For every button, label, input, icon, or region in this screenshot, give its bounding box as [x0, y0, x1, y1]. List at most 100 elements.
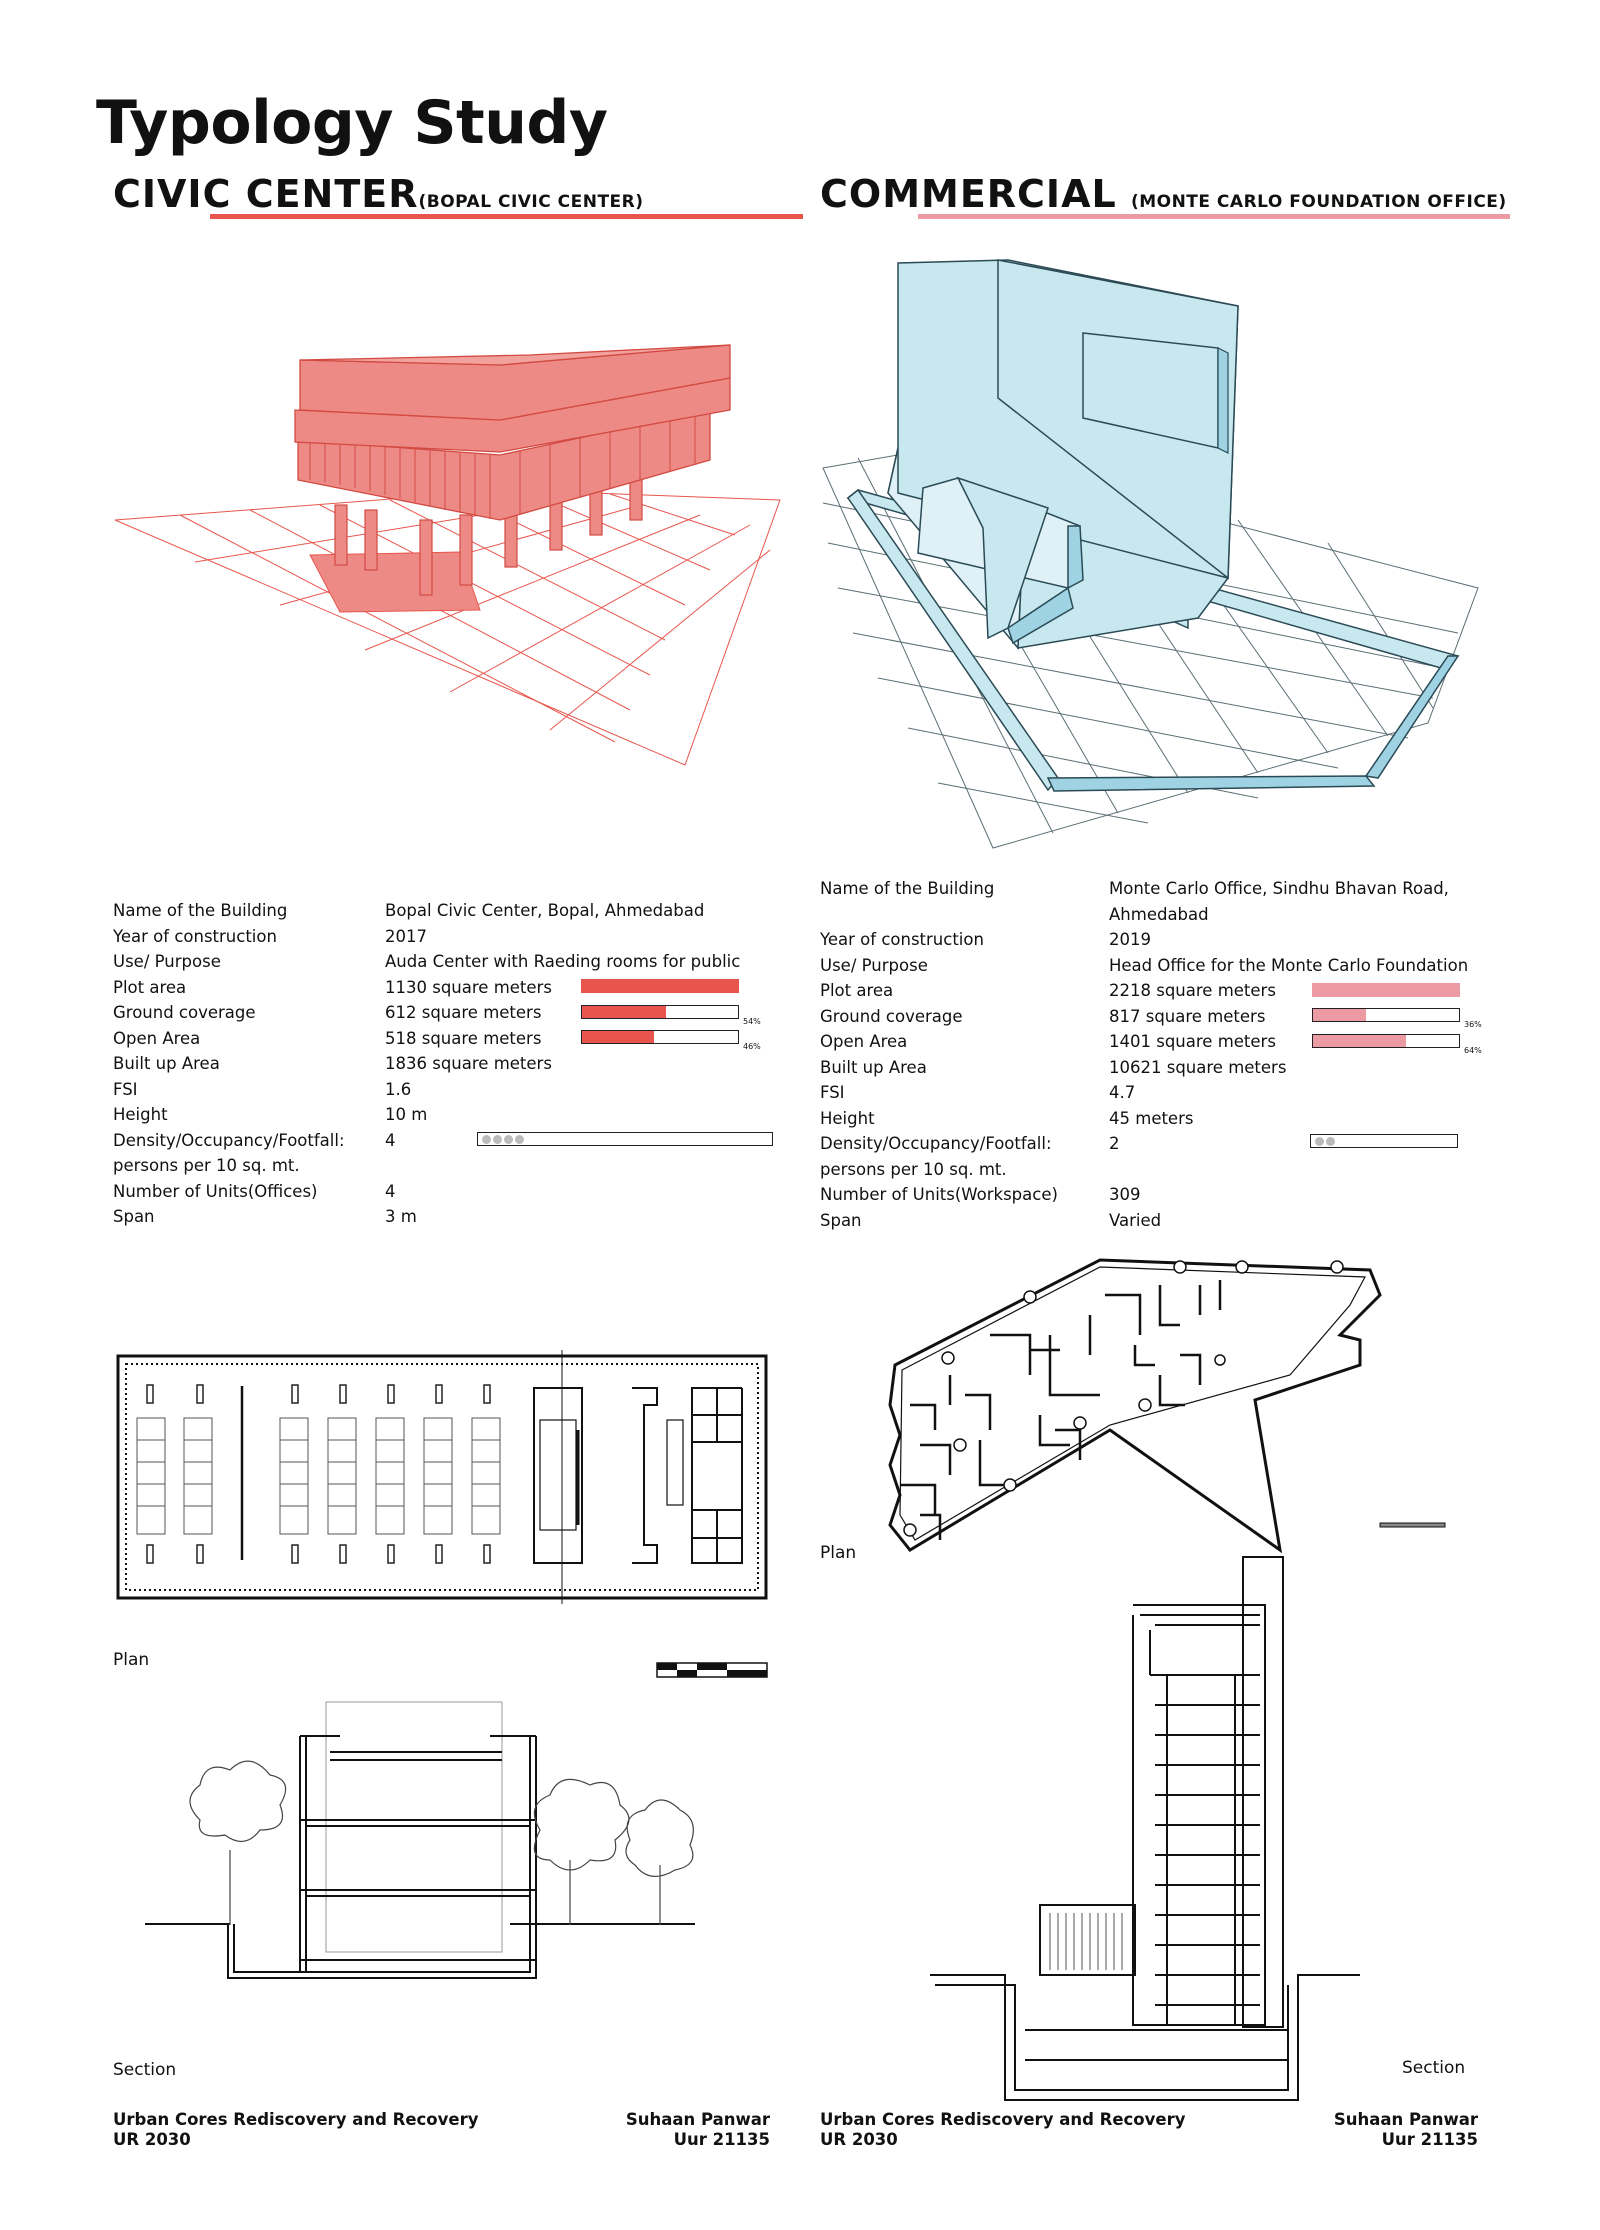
civic-density-dots: [477, 1132, 773, 1146]
commercial-span-value: Varied: [1109, 1210, 1162, 1230]
civic-ground-value: 612 square meters: [385, 1003, 542, 1022]
civic-plan-drawing: [116, 1350, 768, 1604]
civic-footer-left: Urban Cores Rediscovery and Recovery UR …: [113, 2110, 478, 2150]
commercial-subtitle: (MONTE CARLO FOUNDATION OFFICE): [1130, 192, 1507, 212]
civic-year-value: 2017: [385, 926, 427, 946]
commercial-plot-value: 2218 square meters: [1109, 981, 1276, 1000]
commercial-density-sublabel: persons per 10 sq. mt.: [820, 1159, 1007, 1179]
civic-plot-bar: [581, 979, 739, 993]
commercial-density-label: Density/Occupancy/Footfall:: [820, 1134, 1052, 1153]
civic-ground-label: Ground coverage: [113, 1003, 256, 1022]
civic-subtitle: (BOPAL CIVIC CENTER): [418, 192, 644, 212]
civic-year-label: Year of construction: [113, 926, 277, 946]
commercial-ground-bar: [1312, 1008, 1460, 1022]
commercial-ground-label: Ground coverage: [820, 1006, 963, 1026]
civic-height-label: Height: [113, 1105, 168, 1124]
commercial-footer-author: Suhaan Panwar: [1333, 2110, 1478, 2129]
commercial-units-label: Number of Units(Workspace): [820, 1185, 1058, 1204]
commercial-section-drawing: [930, 1556, 1360, 2101]
civic-ground-pct: 54%: [743, 1017, 761, 1026]
commercial-footer-id: Uur 21135: [1381, 2130, 1478, 2149]
civic-heading: CIVIC CENTER(BOPAL CIVIC CENTER): [113, 172, 644, 216]
civic-use-value: Auda Center with Raeding rooms for publi…: [385, 952, 741, 971]
civic-built-value: 1836 square meters: [385, 1054, 552, 1073]
civic-info-table: Name of the Building Bopal Civic Center, …: [113, 898, 803, 1228]
civic-section-caption: Section: [113, 2060, 177, 2080]
commercial-title: COMMERCIAL: [820, 172, 1117, 216]
commercial-built-label: Built up Area: [820, 1057, 927, 1077]
commercial-units-value: 309: [1109, 1185, 1141, 1204]
civic-title-rule: [210, 214, 803, 219]
civic-density-sublabel: persons per 10 sq. mt.: [113, 1156, 300, 1175]
civic-open-value: 518 square meters: [385, 1028, 542, 1048]
civic-density-value: 4: [385, 1130, 396, 1150]
density-dot: [515, 1134, 524, 1144]
commercial-plot-bar: [1312, 983, 1460, 997]
civic-ground-grid: [114, 489, 781, 766]
commercial-open-bar: [1312, 1034, 1460, 1048]
commercial-plot-label: Plot area: [820, 981, 894, 1000]
commercial-3d-massing: [822, 259, 1479, 849]
density-dot: [1326, 1136, 1335, 1146]
commercial-footer-course: Urban Cores Rediscovery and Recovery: [820, 2110, 1186, 2129]
commercial-year-value: 2019: [1109, 930, 1151, 949]
commercial-heading: COMMERCIAL (MONTE CARLO FOUNDATION OFFIC…: [820, 172, 1507, 216]
commercial-title-rule: [918, 214, 1510, 219]
density-dot: [493, 1134, 502, 1144]
civic-name-label: Name of the Building: [113, 901, 288, 920]
civic-plot-value: 1130 square meters: [385, 977, 552, 997]
civic-use-label: Use/ Purpose: [113, 952, 221, 971]
commercial-ground-bar-fill: [1313, 1009, 1366, 1021]
commercial-plot-bar-fill: [1313, 984, 1459, 996]
commercial-name-value-line2: Ahmedabad: [1109, 904, 1209, 924]
commercial-span-label: Span: [820, 1210, 862, 1230]
civic-fsi-label: FSI: [113, 1079, 138, 1099]
civic-footer-right: Suhaan Panwar Uur 21135: [560, 2110, 770, 2150]
civic-open-pct: 46%: [743, 1042, 761, 1051]
civic-plan-caption: Plan: [113, 1650, 150, 1670]
commercial-section-caption: Section: [1402, 2058, 1466, 2078]
civic-open-bar: [581, 1030, 739, 1044]
commercial-density-value: 2: [1109, 1134, 1120, 1153]
civic-density-label: Density/Occupancy/Footfall:: [113, 1130, 345, 1150]
civic-footer-author: Suhaan Panwar: [625, 2110, 770, 2129]
civic-name-value: Bopal Civic Center, Bopal, Ahmedabad: [385, 901, 705, 920]
commercial-built-value: 10621 square meters: [1109, 1057, 1287, 1077]
commercial-year-label: Year of construction: [820, 930, 984, 949]
commercial-ground-value: 817 square meters: [1109, 1006, 1266, 1026]
civic-open-label: Open Area: [113, 1028, 201, 1048]
commercial-open-pct: 64%: [1464, 1046, 1482, 1055]
commercial-plan-drawing: [888, 1258, 1446, 1554]
commercial-open-value: 1401 square meters: [1109, 1032, 1276, 1051]
civic-built-label: Built up Area: [113, 1054, 220, 1073]
density-dot: [1315, 1136, 1324, 1146]
commercial-open-label: Open Area: [820, 1032, 908, 1051]
commercial-footer-code: UR 2030: [820, 2130, 898, 2149]
civic-ground-bar: [581, 1005, 739, 1019]
civic-plot-bar-fill: [582, 980, 738, 992]
civic-scale-bar: [656, 1662, 768, 1678]
civic-3d-massing: [114, 344, 781, 766]
commercial-name-label: Name of the Building: [820, 879, 995, 898]
commercial-footer-left: Urban Cores Rediscovery and Recovery UR …: [820, 2110, 1185, 2150]
commercial-ground-pct: 36%: [1464, 1020, 1482, 1029]
civic-footer-id: Uur 21135: [673, 2130, 770, 2149]
civic-section-drawing: [145, 1701, 695, 1979]
commercial-plan-caption: Plan: [820, 1543, 857, 1563]
density-dot: [482, 1134, 491, 1144]
commercial-height-value: 45 meters: [1109, 1108, 1194, 1128]
commercial-density-dots: [1310, 1134, 1458, 1148]
column-markers: [903, 1260, 1344, 1537]
civic-units-label: Number of Units(Offices): [113, 1181, 318, 1201]
civic-span-value: 3 m: [385, 1207, 417, 1226]
commercial-use-label: Use/ Purpose: [820, 955, 928, 975]
civic-footer-course: Urban Cores Rediscovery and Recovery: [113, 2110, 479, 2129]
civic-plot-label: Plot area: [113, 977, 187, 997]
civic-ground-bar-fill: [582, 1006, 667, 1018]
civic-open-bar-fill: [582, 1031, 654, 1043]
civic-title: CIVIC CENTER: [113, 172, 419, 216]
density-dot: [504, 1134, 513, 1144]
civic-footer-code: UR 2030: [113, 2130, 191, 2149]
civic-height-value: 10 m: [385, 1105, 428, 1124]
